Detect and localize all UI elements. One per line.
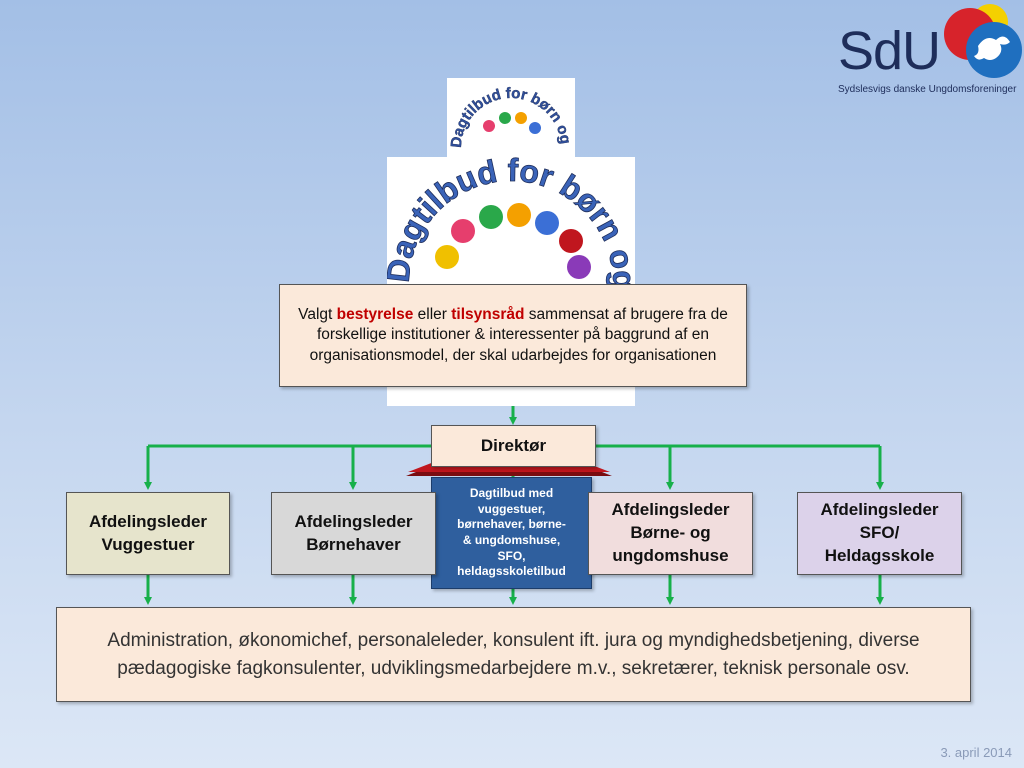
child-figure-icon [529,122,541,134]
daycare-type-line-6: heldagsskoletilbud [457,564,566,579]
board-text-mid: eller [413,306,452,324]
daycare-type-line-4: & ungdomshuse, [462,533,561,547]
dept-title: Afdelingsleder [611,500,730,520]
child-figure-icon [479,205,503,229]
footer-date: 3. april 2014 [940,745,1012,760]
dept-name: Vuggestuer [101,534,195,554]
logo-wordmark: SdU [838,21,941,81]
logo-subtitle: Sydslesvigs danske Ungdomsforeninger [838,84,1017,95]
daycare-type-line-2: vuggestuer, [477,501,546,516]
board-highlight-bestyrelse: bestyrelse [336,306,414,324]
board-text: Valgt bestyrelse eller tilsynsråd sammen… [292,305,734,365]
director-box: Direktør [431,425,596,467]
dept-name: Børnehaver [306,534,401,554]
child-figure-icon [451,219,475,243]
child-figure-icon [435,245,459,269]
dept-name: Børne- og ungdomshuse [612,523,729,565]
director-label: Direktør [480,436,547,455]
dept-title: Afdelingsleder [88,511,208,531]
child-figure-icon [559,229,583,253]
admin-text: Administration, økonomichef, personalele… [107,629,920,679]
board-highlight-tilsynsraad: tilsynsråd [451,306,525,324]
child-figure-icon [535,211,559,235]
board-text-post: sammensat af brugere fra de forskellige … [309,306,728,364]
dept-title: Afdelingsleder [820,500,939,520]
logo-lion-icon [974,36,1010,60]
dept-title: Afdelingsleder [294,511,413,531]
child-figure-icon [515,112,527,124]
child-figure-icon [483,120,495,132]
child-figure-icon [507,203,531,227]
admin-box: Administration, økonomichef, personalele… [56,607,971,702]
daycare-curved-text-small: Dagtilbud for børn og unge i Sydslesvig [447,78,574,149]
daycare-illustration-small: Dagtilbud for børn og unge i Sydslesvig [447,78,575,160]
daycare-type-line-5: SFO, [497,548,526,563]
children-ring [435,203,591,279]
child-figure-icon [567,255,591,279]
logo-icon [944,4,1022,78]
daycare-type-line-1: Dagtilbud med [469,486,554,501]
board-box: Valgt bestyrelse eller tilsynsråd sammen… [279,284,747,387]
daycare-types-box: Dagtilbud med vuggestuer, børnehaver, bø… [431,477,592,589]
dept-name: SFO/ Heldagsskole [824,523,935,565]
daycare-type-line-3: børnehaver, børne- [457,517,566,532]
board-text-pre: Valgt [298,306,337,324]
child-figure-icon [499,112,511,124]
